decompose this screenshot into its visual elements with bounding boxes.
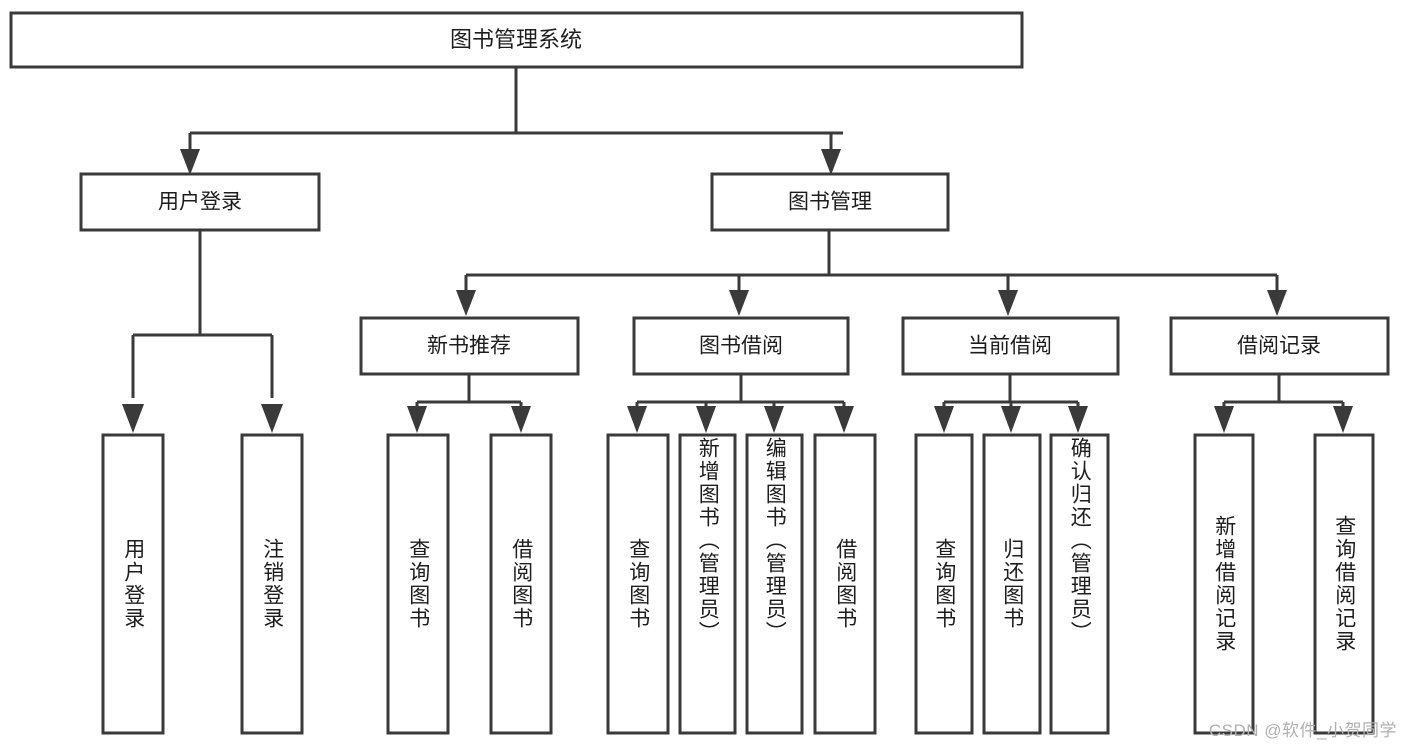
node-new-book-recommend-label: 新书推荐 [427, 335, 511, 358]
leaf-book-borrow-1[interactable] [606, 433, 670, 735]
connector-currentborrow-to-leaves [934, 374, 1088, 433]
leaf-current-borrow-3[interactable] [1049, 433, 1110, 735]
leaf-book-borrow-2[interactable] [678, 433, 737, 735]
leaf-user-login-1[interactable] [101, 433, 165, 735]
csdn-watermark: CSDN @软件_小贺同学 [1208, 721, 1397, 740]
leaf-user-login-2[interactable] [240, 433, 304, 735]
leaf-borrow-record-2[interactable] [1313, 433, 1375, 735]
node-user-login[interactable]: 用户登录 [79, 172, 321, 232]
node-root-label: 图书管理系统 [450, 27, 582, 52]
node-book-borrow[interactable]: 图书借阅 [632, 316, 850, 376]
node-new-book-recommend[interactable]: 新书推荐 [359, 316, 580, 376]
node-borrow-record-label: 借阅记录 [1237, 335, 1321, 358]
node-book-management[interactable]: 图书管理 [710, 172, 950, 232]
leaf-current-borrow-1[interactable] [914, 433, 974, 735]
connector-bookborrow-to-leaves [627, 374, 854, 433]
node-book-borrow-label: 图书借阅 [699, 335, 783, 358]
leaf-new-book-2[interactable] [489, 433, 553, 735]
node-borrow-record[interactable]: 借阅记录 [1169, 316, 1390, 376]
node-current-borrow-label: 当前借阅 [968, 335, 1052, 358]
leaf-new-book-1[interactable] [386, 433, 450, 735]
connector-borrowrecord-to-leaves [1214, 374, 1353, 433]
leaf-borrow-record-1[interactable] [1193, 433, 1255, 735]
node-root-system[interactable]: 图书管理系统 [9, 11, 1024, 69]
connector-root-to-level2 [180, 67, 843, 175]
connector-bookmgmt-to-level3 [456, 231, 1287, 316]
leaf-current-borrow-2[interactable] [982, 433, 1042, 735]
node-user-login-label: 用户登录 [158, 191, 242, 214]
leaf-book-borrow-3[interactable] [745, 433, 804, 735]
node-book-management-label: 图书管理 [788, 191, 872, 214]
connector-newbook-to-leaves [407, 374, 531, 433]
connector-userlogin-to-leaves [122, 231, 283, 433]
leaf-book-borrow-4[interactable] [813, 433, 877, 735]
node-current-borrow[interactable]: 当前借阅 [901, 316, 1120, 376]
